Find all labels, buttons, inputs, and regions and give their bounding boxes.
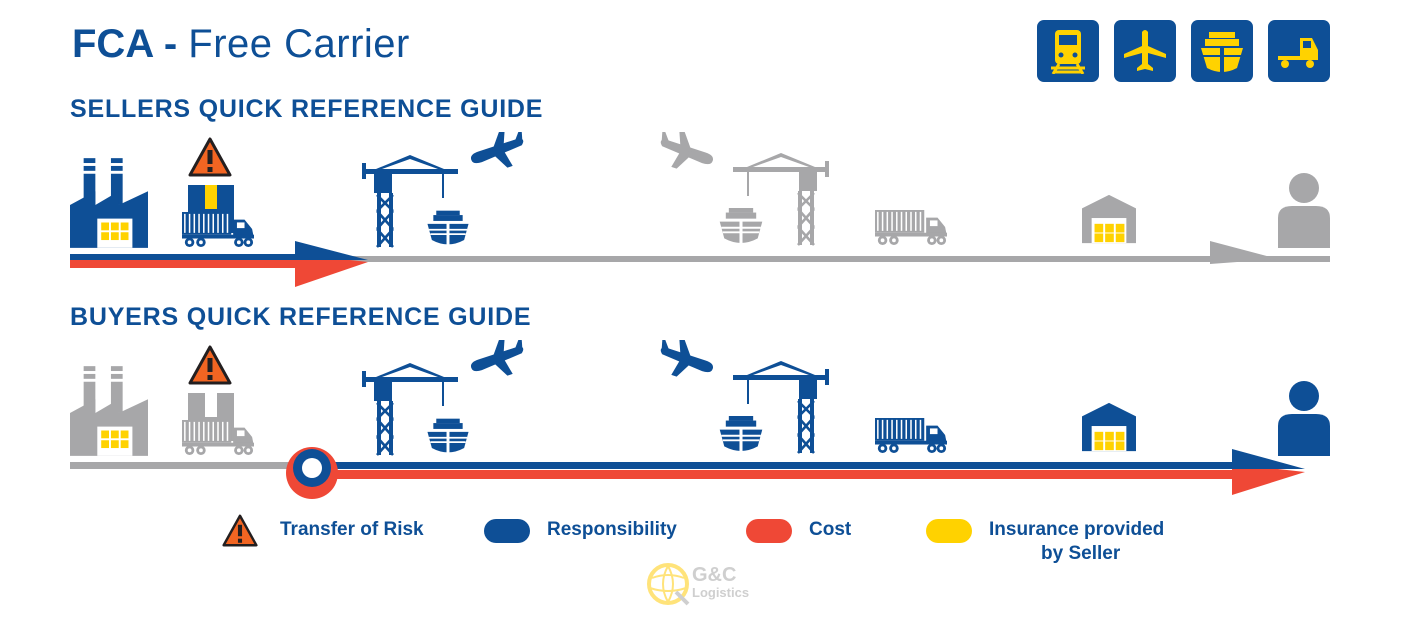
transfer-of-risk-icon [188,137,232,177]
gray-track-line [70,462,315,469]
buyers-guide-subtitle: QUICK REFERENCE GUIDE [186,303,532,331]
logo-subtitle: Logistics [692,585,750,600]
legend-insurance-swatch [926,519,972,543]
buyer-person-icon [1278,381,1330,456]
buyer-person-icon [1278,173,1330,248]
ship-icon [426,418,470,455]
globe-icon [647,563,690,606]
warehouse-icon [1082,194,1136,244]
cost-line [70,259,310,268]
page-title: FCA - Free Carrier [72,18,410,70]
container-truck-icon [874,418,948,454]
responsibility-line [70,254,310,260]
truck-icon [1268,20,1330,82]
company-logo: G&C Logistics [646,562,756,606]
transfer-of-risk-icon [188,345,232,385]
buyers-timeline [70,340,1330,499]
buyers-track [70,447,1305,499]
title-name: Free Carrier [188,22,410,66]
legend-risk-icon [222,514,258,547]
legend-responsibility-label: Responsibility [547,519,677,540]
airplane-icon [469,340,526,378]
sellers-track [70,241,1330,287]
sellers-label: SELLERS [70,95,191,123]
train-icon [1037,20,1099,82]
buyers-guide-title: BUYERS QUICK REFERENCE GUIDE [70,302,531,332]
arriving-airplane-icon [658,340,715,380]
legend-insurance-label-line2: by Seller [1041,543,1121,564]
legend-cost-label: Cost [809,519,852,540]
packed-truck-icon [181,393,255,456]
legend-responsibility-swatch [484,519,530,543]
logo-name: G&C [692,564,737,586]
ship-icon [1191,20,1253,82]
destination-ship-icon [718,416,764,454]
factory-icon [70,366,148,456]
legend-insurance-label-line1: Insurance provided [989,519,1165,540]
legend-cost-swatch [746,519,792,543]
cost-line [312,470,1242,479]
airplane-icon [469,132,526,170]
arriving-airplane-icon [658,132,715,172]
responsibility-arrowhead [295,241,368,260]
responsibility-arrowhead [1232,449,1305,469]
sellers-timeline [70,132,1330,287]
legend-risk-label: Transfer of Risk [280,519,424,540]
container-truck-icon [874,210,948,246]
warehouse-icon [1082,402,1136,452]
transfer-point-center [302,458,322,478]
cost-arrowhead [1232,464,1305,495]
cost-arrowhead [295,254,368,287]
packed-truck-icon [181,185,255,248]
gray-arrowhead [1210,241,1278,264]
airplane-icon [1114,20,1176,82]
title-incoterm: FCA - [72,22,178,66]
responsibility-line [312,462,1242,469]
buyers-label: BUYERS [70,303,179,331]
factory-icon [70,158,148,248]
sellers-guide-title: SELLERS QUICK REFERENCE GUIDE [70,94,543,124]
destination-ship-icon [718,208,764,246]
sellers-guide-subtitle: QUICK REFERENCE GUIDE [198,95,544,123]
ship-icon [426,210,470,247]
gray-track-line [320,256,1330,262]
